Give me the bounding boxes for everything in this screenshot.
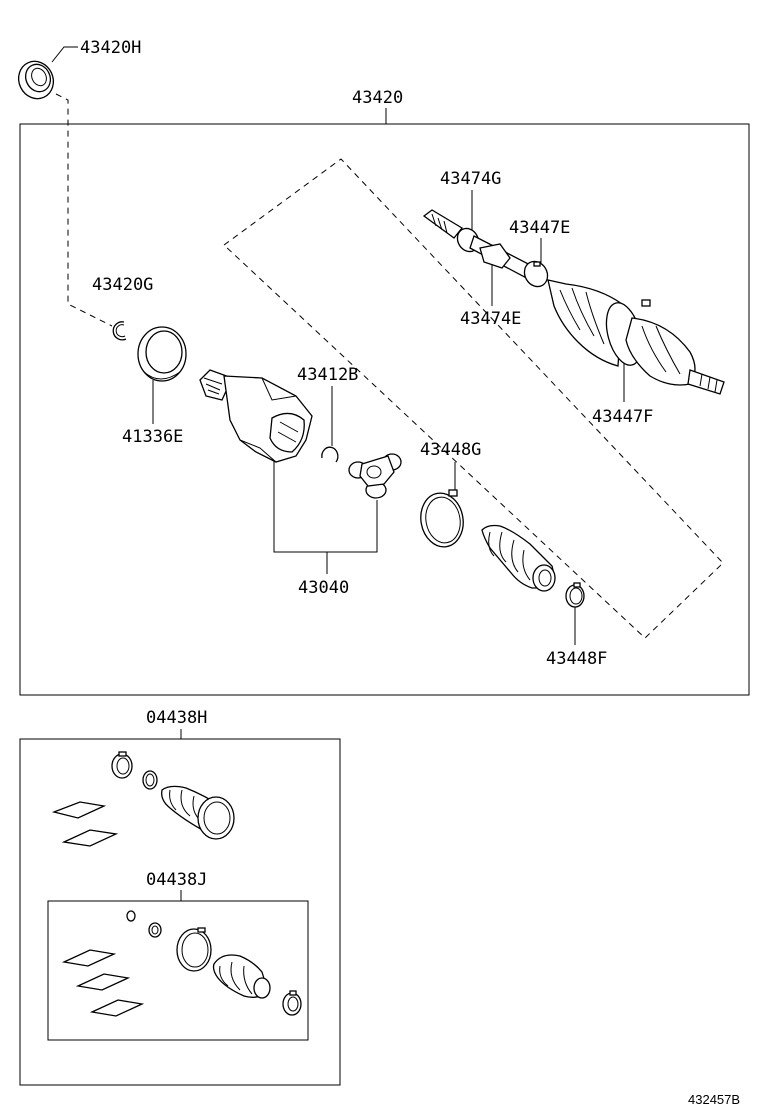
boot-kit-04438H-parts (51, 751, 235, 847)
label-43420H: 43420H (80, 38, 141, 58)
dust-deflector-41336E (137, 326, 187, 382)
tripod-spider (348, 453, 402, 499)
snap-ring-43420G (112, 321, 127, 341)
oil-seal-43420H (17, 60, 55, 100)
boot-kit-frame-j (47, 900, 309, 1041)
boot-clamp-43448G (420, 489, 464, 548)
leader-lines (51, 46, 625, 901)
label-04438H: 04438H (146, 708, 207, 728)
label-43420G: 43420G (92, 275, 153, 295)
label-43474G: 43474G (440, 169, 501, 189)
label-43420: 43420 (352, 88, 403, 108)
label-41336E: 41336E (122, 427, 183, 447)
label-43040: 43040 (298, 578, 349, 598)
label-43447F: 43447F (592, 407, 653, 427)
boot-clamp-43448F (565, 582, 585, 608)
boot-kit-frame-h (19, 738, 341, 1086)
inboard-boot (481, 524, 556, 592)
label-04438J: 04438J (146, 870, 207, 890)
label-43447E: 43447E (509, 218, 570, 238)
outer-shaft-subassembly-outline (223, 158, 724, 639)
reference-code: 432457B (688, 1092, 740, 1107)
label-43474E: 43474E (460, 309, 521, 329)
boot-kit-04438J-parts (61, 910, 302, 1017)
label-43448G: 43448G (420, 440, 481, 460)
outer-shaft-assembly (422, 209, 725, 395)
snap-ring-43412B (321, 446, 339, 463)
label-43448F: 43448F (546, 649, 607, 669)
label-43412B: 43412B (297, 365, 358, 385)
main-assembly-frame (19, 123, 750, 696)
inboard-joint-housing-43040 (199, 369, 313, 463)
